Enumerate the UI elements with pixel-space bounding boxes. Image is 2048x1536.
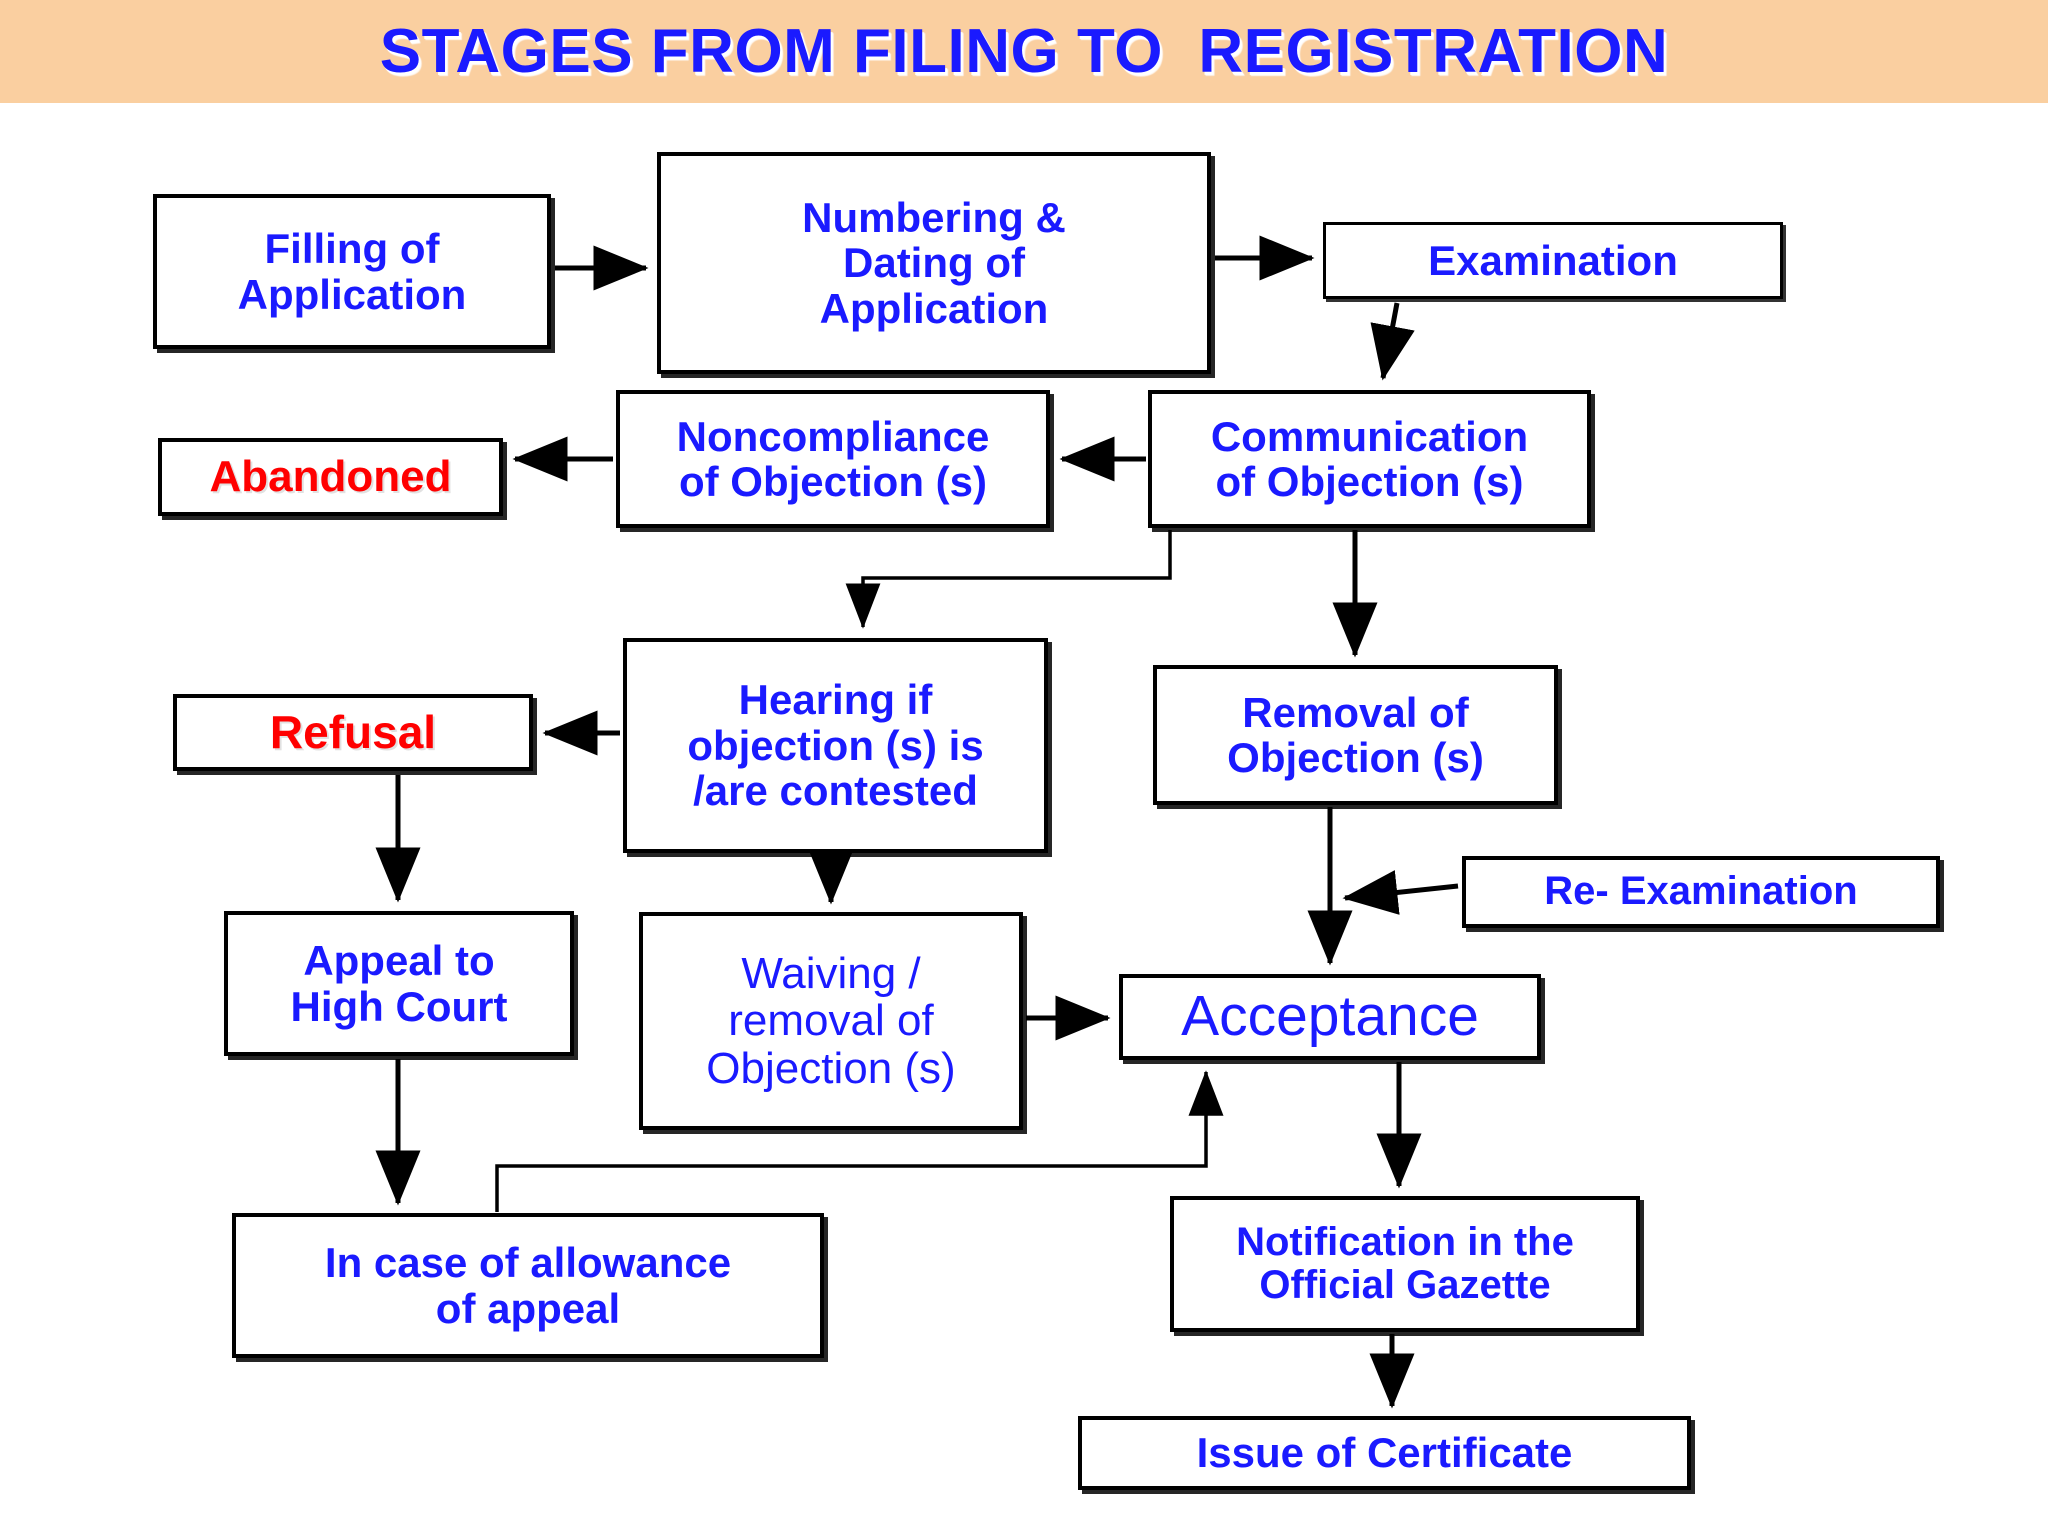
node-label: Examination [1428, 236, 1678, 284]
node-filling-of-application[interactable]: Filling of Application [153, 194, 551, 349]
node-label: Hearing if objection (s) is /are contest… [687, 676, 984, 815]
node-communication-of-objection[interactable]: Communication of Objection (s) [1148, 390, 1591, 528]
node-issue-of-certificate[interactable]: Issue of Certificate [1078, 1416, 1691, 1490]
node-label: Removal of Objection (s) [1227, 688, 1484, 781]
edge-examination-communication [1370, 302, 1415, 381]
node-removal-of-objection[interactable]: Removal of Objection (s) [1153, 665, 1558, 805]
node-abandoned[interactable]: Abandoned [158, 438, 503, 516]
node-re-examination[interactable]: Re- Examination [1462, 856, 1940, 928]
node-label: Communication of Objection (s) [1210, 412, 1529, 505]
node-numbering-dating-of-application[interactable]: Numbering & Dating of Application [657, 152, 1211, 374]
node-label: Numbering & Dating of Application [802, 193, 1066, 332]
node-label: Notification in the Official Gazette [1236, 1219, 1574, 1307]
edge-communication-hearing [845, 530, 1172, 629]
node-acceptance[interactable]: Acceptance [1119, 974, 1541, 1060]
node-label: Refusal [269, 705, 437, 758]
node-appeal-to-high-court[interactable]: Appeal to High Court [224, 911, 574, 1056]
node-label: Filling of Application [237, 225, 467, 318]
node-refusal[interactable]: Refusal [173, 694, 533, 771]
node-label: Acceptance [1181, 984, 1479, 1049]
node-label: Abandoned [209, 452, 452, 502]
node-label: Re- Examination [1544, 869, 1858, 914]
node-waiving-removal-of-objection[interactable]: Waiving / removal of Objection (s) [639, 912, 1023, 1130]
node-label: Noncompliance of Objection (s) [676, 412, 990, 505]
node-noncompliance-of-objection[interactable]: Noncompliance of Objection (s) [616, 390, 1050, 528]
node-in-case-of-allowance-of-appeal[interactable]: In case of allowance of appeal [232, 1213, 824, 1358]
node-label: Waiving / removal of Objection (s) [706, 948, 956, 1093]
page-title: STAGES FROM FILING TO REGISTRATION [379, 17, 1669, 86]
node-label: Issue of Certificate [1196, 1429, 1573, 1477]
edge-reexamination-removal [1342, 870, 1459, 915]
node-label: Appeal to High Court [290, 937, 508, 1030]
header-band: STAGES FROM FILING TO REGISTRATION [0, 0, 2048, 103]
node-examination[interactable]: Examination [1323, 222, 1783, 299]
node-hearing-if-objection-contested[interactable]: Hearing if objection (s) is /are contest… [623, 638, 1048, 853]
node-label: In case of allowance of appeal [324, 1239, 732, 1332]
node-notification-in-official-gazette[interactable]: Notification in the Official Gazette [1170, 1196, 1640, 1332]
